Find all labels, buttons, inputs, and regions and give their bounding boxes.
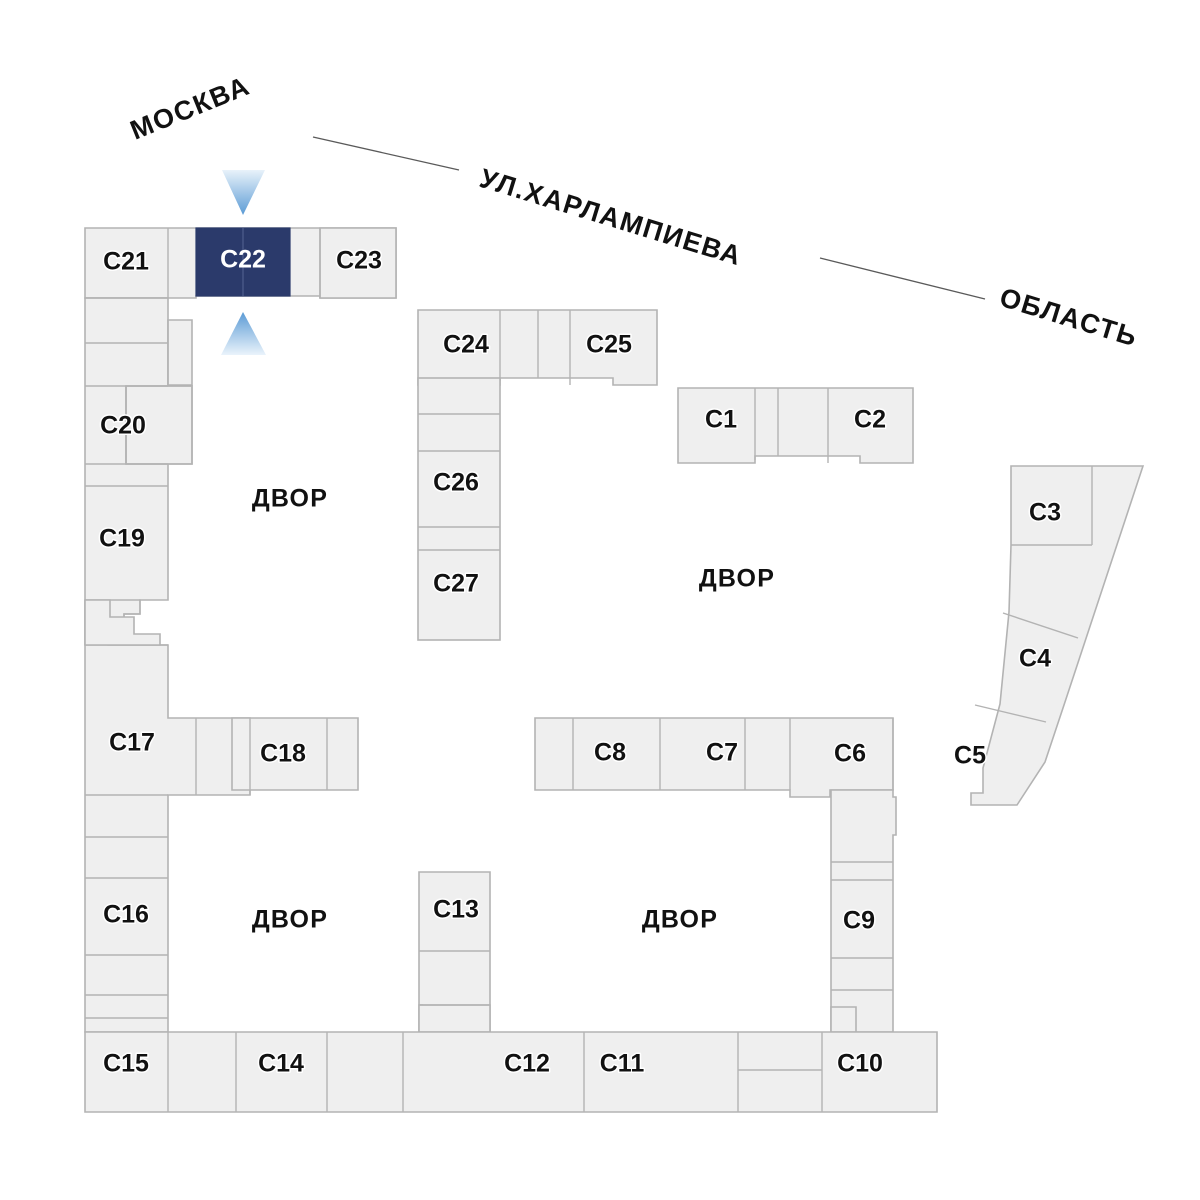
building-label-C14: C14 <box>258 1050 304 1078</box>
building-label-C23: C23 <box>336 247 382 275</box>
building-label-C2: C2 <box>854 406 886 434</box>
street-label-ul-harlampieva: УЛ.ХАРЛАМПИЕВА <box>476 163 745 271</box>
building-C9-notch[interactable] <box>830 1006 857 1033</box>
building-label-C11: C11 <box>600 1050 645 1078</box>
building-group-C26-C27[interactable] <box>417 377 501 641</box>
divider-C4-top <box>1002 612 1079 639</box>
c19-step-detail <box>84 599 161 646</box>
entrance-markers <box>221 170 266 355</box>
building-label-C10: C10 <box>837 1050 883 1078</box>
building-label-C21: C21 <box>103 248 149 276</box>
building-label-C6: C6 <box>834 740 866 768</box>
building-label-C15: C15 <box>103 1050 149 1078</box>
building-label-C1: C1 <box>705 406 737 434</box>
building-group-bottom-row[interactable] <box>84 1031 938 1113</box>
building-label-C19: C19 <box>99 525 145 553</box>
building-label-C7: C7 <box>706 739 738 767</box>
building-C3-C4-wing[interactable] <box>970 465 1145 806</box>
building-bottom-band[interactable] <box>84 1031 938 1113</box>
building-C1-C2-band[interactable] <box>677 387 914 464</box>
yard-label-sw: ДВОР <box>252 906 328 934</box>
building-group-south-band[interactable] <box>534 717 894 798</box>
building-label-C27: C27 <box>433 570 479 598</box>
leader-line-oblast <box>819 257 986 300</box>
building-label-C16: C16 <box>103 901 149 929</box>
street-leader-lines <box>312 136 986 300</box>
building-label-C20: C20 <box>100 412 146 440</box>
building-label-C5: C5 <box>954 742 986 770</box>
building-label-C13: C13 <box>433 896 479 924</box>
street-label-oblast: ОБЛАСТЬ <box>996 282 1141 352</box>
building-label-C24: C24 <box>443 331 489 359</box>
building-group-C3-C4[interactable] <box>970 465 1145 806</box>
building-label-C25: C25 <box>586 331 632 359</box>
divider-C4-bottom <box>974 704 1047 723</box>
building-group-C1-C2[interactable] <box>677 387 914 464</box>
yard-label-se: ДВОР <box>642 906 718 934</box>
yard-labels: ДВОР ДВОР ДВОР ДВОР <box>252 485 775 934</box>
building-group-C13[interactable] <box>418 871 491 1033</box>
entrance-arrow-down-icon <box>222 170 265 215</box>
building-C13-foot[interactable] <box>418 1004 491 1033</box>
yard-label-nw: ДВОР <box>252 485 328 513</box>
building-labels: C1 C2 C3 C4 C5 C6 C7 C8 C9 C10 C11 C12 C… <box>98 245 1063 1079</box>
street-label-moskva: МОСКВА <box>126 71 254 146</box>
yard-label-ne: ДВОР <box>699 565 775 593</box>
building-label-C26: C26 <box>433 469 479 497</box>
building-C20-tab-upper[interactable] <box>167 319 193 386</box>
building-label-C22: C22 <box>220 246 266 274</box>
building-label-C18: C18 <box>260 740 306 768</box>
building-label-C4: C4 <box>1019 645 1051 673</box>
building-label-C9: C9 <box>843 907 875 935</box>
building-group-C18[interactable] <box>195 717 359 795</box>
building-label-C17: C17 <box>109 729 155 757</box>
leader-line-moskva <box>312 136 460 171</box>
building-label-C12: C12 <box>504 1050 550 1078</box>
building-C26-C27-spine[interactable] <box>417 377 501 641</box>
building-label-C8: C8 <box>594 739 626 767</box>
building-label-C3: C3 <box>1029 499 1061 527</box>
entrance-arrow-up-icon <box>221 312 266 355</box>
building-C19-step-block[interactable] <box>84 599 161 646</box>
